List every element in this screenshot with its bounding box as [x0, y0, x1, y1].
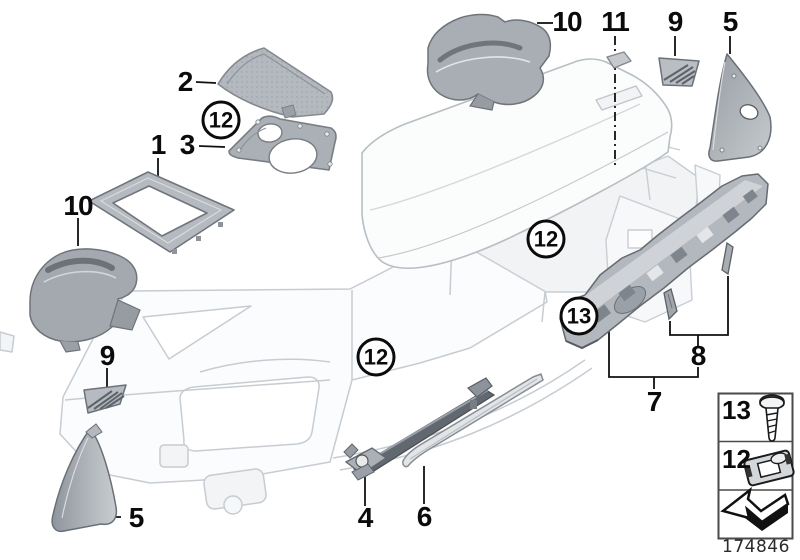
part-8-pins — [663, 241, 734, 321]
part-2-speaker-cover — [217, 47, 334, 119]
callout-9-left[interactable]: 9 — [99, 340, 116, 371]
part-4-trim-strip — [343, 377, 496, 481]
cage-nut-icon — [743, 449, 795, 487]
callout-12-a[interactable]: 12 — [201, 100, 241, 140]
callout-1[interactable]: 1 — [150, 129, 167, 160]
callout-7[interactable]: 7 — [646, 386, 663, 417]
callout-4[interactable]: 4 — [357, 502, 374, 533]
callout-9-top[interactable]: 9 — [667, 6, 684, 37]
part-11-cover-cap — [606, 51, 632, 69]
callout-3[interactable]: 3 — [179, 129, 196, 160]
callout-10-left[interactable]: 10 — [63, 190, 93, 221]
part-9-left-side-vent — [83, 384, 127, 414]
callout-11[interactable]: 11 — [601, 6, 630, 37]
doc-number: 174846 — [722, 537, 790, 557]
part-1-display-frame — [88, 171, 235, 254]
callout-8[interactable]: 8 — [690, 340, 707, 371]
callout-5-left[interactable]: 5 — [128, 502, 145, 533]
direction-arrow-icon — [720, 486, 790, 531]
part-5-left-side-trim-panel — [51, 423, 118, 533]
legend-box — [717, 392, 795, 540]
callout-12-b[interactable]: 12 — [526, 219, 566, 259]
legend-label-12: 12 — [722, 444, 751, 474]
part-10-left-air-duct — [29, 248, 141, 353]
legend-label-13: 13 — [722, 395, 751, 425]
dashboard-top-cover — [361, 58, 673, 269]
part-6-trim-strip — [402, 373, 544, 468]
callout-12-c[interactable]: 12 — [356, 337, 396, 377]
callout-10-top[interactable]: 10 — [552, 6, 582, 37]
part-3-speaker-bracket — [228, 115, 337, 174]
part-10-top-air-duct — [426, 13, 552, 111]
callout-2[interactable]: 2 — [177, 66, 194, 97]
callout-5-top[interactable]: 5 — [722, 6, 739, 37]
callout-6[interactable]: 6 — [416, 501, 433, 532]
part-5-right-side-trim-panel — [708, 53, 772, 162]
screw-icon — [759, 394, 785, 442]
callout-13-a[interactable]: 13 — [559, 296, 599, 336]
part-9-right-side-vent — [658, 57, 700, 87]
